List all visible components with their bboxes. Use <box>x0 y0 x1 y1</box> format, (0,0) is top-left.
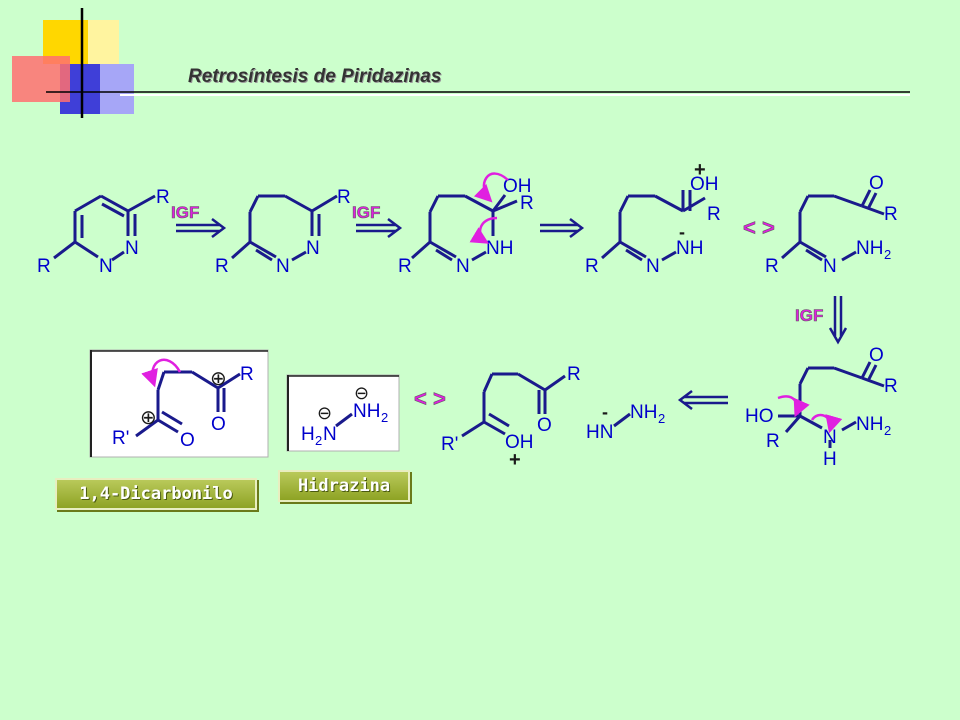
atom-label: O <box>537 415 552 436</box>
atom-label: R <box>37 256 51 277</box>
atom-label: N <box>125 238 139 259</box>
hydrazine-box: ⊖ ⊖ H 2 N NH 2 <box>286 374 400 452</box>
open-chain-cation-molecule <box>601 190 706 262</box>
atom-label: OH <box>690 174 719 195</box>
atom-subscript: 2 <box>884 423 891 438</box>
charge-plus: + <box>694 159 706 181</box>
atom-label: R <box>884 376 898 397</box>
charge-ominus: ⊖ <box>354 383 369 403</box>
electron-arrow <box>777 395 810 418</box>
atom-label: NH <box>676 238 703 259</box>
atom-label: R <box>585 256 599 277</box>
dicarbonyl-box: R O R' O ⊕ ⊕ <box>89 349 269 458</box>
electron-arrow <box>473 172 509 203</box>
retro-arrow <box>540 218 585 238</box>
atom-subscript: 2 <box>658 411 665 426</box>
electron-arrow <box>810 413 843 434</box>
atom-label: R <box>398 256 412 277</box>
pyridazine-molecule <box>53 194 156 262</box>
atom-subscript: 2 <box>315 433 322 448</box>
atom-label: R <box>240 364 254 385</box>
atom-label: R' <box>112 428 129 449</box>
atom-label: N <box>99 256 113 277</box>
atom-label: N <box>276 256 290 277</box>
atom-label: NH <box>353 401 380 422</box>
charge-plus: + <box>509 449 521 471</box>
retro-arrow <box>176 218 227 238</box>
atom-label: O <box>211 414 226 435</box>
atom-label: R <box>215 256 229 277</box>
atom-label: R <box>567 364 581 385</box>
electron-arrow <box>469 216 498 244</box>
charge-minus: - <box>602 402 608 422</box>
atom-label: N <box>823 427 837 448</box>
atom-label: NH <box>856 414 883 435</box>
atom-label: HO <box>745 406 774 427</box>
equivalence-symbol: < > <box>743 215 775 240</box>
atom-label: R <box>520 193 534 214</box>
atom-label: N <box>646 256 660 277</box>
atom-label: N <box>823 256 837 277</box>
retro-arrow-down <box>828 296 848 345</box>
atom-label: R <box>766 431 780 452</box>
igf-label: IGF <box>352 203 380 222</box>
retro-arrow <box>356 218 403 238</box>
hydrazine-label: Hidrazina <box>278 470 410 502</box>
corner-decoration <box>12 8 910 118</box>
charge-minus: - <box>679 222 685 242</box>
dicarbonyl-label: 1,4-Dicarbonilo <box>55 478 257 510</box>
dihydropyridazine-molecule <box>231 194 338 262</box>
atom-label: R <box>707 204 721 225</box>
hydrazone-molecule <box>781 189 885 262</box>
equivalence-symbol: < > <box>414 386 446 411</box>
charge-oplus: ⊕ <box>140 407 157 429</box>
atom-label: N <box>456 256 470 277</box>
atom-label: R <box>156 187 170 208</box>
charge-ominus: ⊖ <box>317 403 332 423</box>
igf-label: IGF <box>795 306 823 325</box>
retro-arrow-left <box>677 390 728 410</box>
keto-cation-molecule <box>461 372 566 438</box>
atom-label: HN <box>586 422 613 443</box>
atom-label: OH <box>505 432 534 453</box>
atom-label: OH <box>503 176 532 197</box>
atom-label: N <box>306 238 320 259</box>
atom-label: R' <box>441 434 458 455</box>
atom-label: R <box>765 256 779 277</box>
atom-label: O <box>180 430 195 451</box>
atom-label: N <box>323 424 337 445</box>
charge-oplus: ⊕ <box>210 368 227 390</box>
atom-subscript: 2 <box>381 410 388 425</box>
atom-label: R <box>884 204 898 225</box>
atom-label: H <box>301 424 315 445</box>
atom-label: H <box>823 449 837 470</box>
atom-subscript: 2 <box>884 247 891 262</box>
igf-label: IGF <box>171 203 199 222</box>
hydrazide-anion <box>613 412 631 428</box>
electron-arrow <box>141 358 182 388</box>
hydroxy-tetrahydropyridazine-molecule <box>411 194 518 262</box>
atom-label: O <box>869 173 884 194</box>
atom-label: O <box>869 345 884 366</box>
atom-label: NH <box>486 238 513 259</box>
atom-label: NH <box>630 402 657 423</box>
slide-title: Retrosíntesis de Piridazinas <box>188 66 442 87</box>
atom-label: NH <box>856 238 883 259</box>
atom-label: R <box>337 187 351 208</box>
